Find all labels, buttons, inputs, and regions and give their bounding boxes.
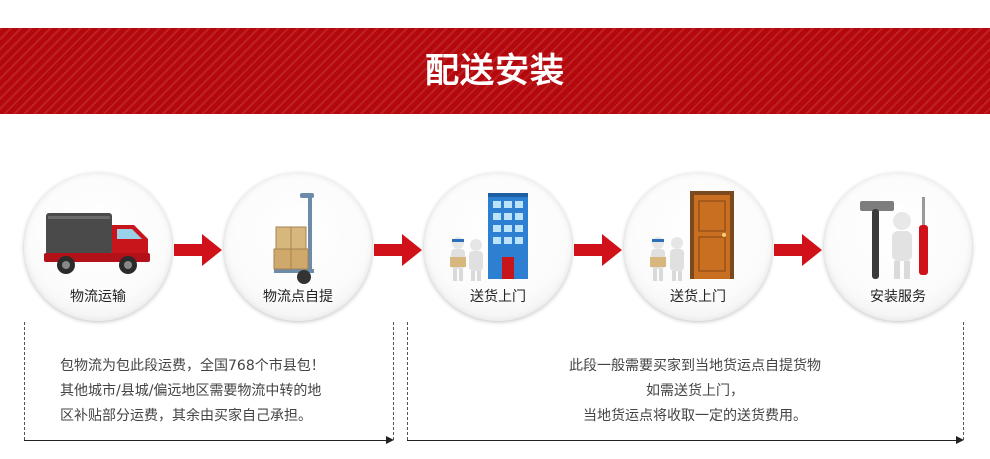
arrowhead-icon <box>956 436 964 444</box>
step-label: 安装服务 <box>870 289 926 305</box>
timeline-line <box>407 440 956 441</box>
note-line: 此段一般需要买家到当地货运点自提货物 <box>569 358 821 374</box>
note-line: 当地货运点将收取一定的送货费用。 <box>583 408 807 424</box>
divider <box>963 322 964 440</box>
step-label: 送货上门 <box>470 289 526 305</box>
arrowhead-icon <box>386 436 394 444</box>
divider <box>24 322 25 440</box>
arrow-right-icon <box>574 234 622 266</box>
shipping-note-right: 此段一般需要买家到当地货运点自提货物 如需送货上门， 当地货运点将收取一定的送货… <box>430 354 960 429</box>
step-door-delivery-building: 送货上门 <box>424 173 572 321</box>
note-line: 区补贴部分运费，其余由买家自己承担。 <box>60 408 312 424</box>
step-label: 送货上门 <box>670 289 726 305</box>
arrow-right-icon <box>774 234 822 266</box>
timeline-line <box>24 440 386 441</box>
courier-door-icon <box>650 191 734 281</box>
header-banner: 配送安装 <box>0 28 990 114</box>
arrow-right-icon <box>174 234 222 266</box>
step-logistics-pickup: 物流点自提 <box>224 173 372 321</box>
hand-truck-boxes-icon <box>273 193 314 284</box>
note-line: 包物流为包此段运费，全国768个市县包！ <box>60 358 325 374</box>
note-line: 如需送货上门， <box>646 383 744 399</box>
step-logistics-transport: 物流运输 <box>24 173 172 321</box>
banner-title: 配送安装 <box>425 51 565 91</box>
step-installation-service: 安装服务 <box>824 173 972 321</box>
step-label: 物流运输 <box>70 289 126 305</box>
step-label: 物流点自提 <box>263 289 333 305</box>
delivery-truck-icon <box>44 213 150 274</box>
note-line: 其他城市/县城/偏远地区需要物流中转的地 <box>60 383 322 399</box>
shipping-note-left: 包物流为包此段运费，全国768个市县包！ 其他城市/县城/偏远地区需要物流中转的… <box>60 354 395 429</box>
courier-building-icon <box>450 193 528 281</box>
step-door-delivery-door: 送货上门 <box>624 173 772 321</box>
divider <box>393 322 394 440</box>
arrow-right-icon <box>374 234 422 266</box>
installer-tools-icon <box>860 197 928 279</box>
divider <box>407 322 408 440</box>
